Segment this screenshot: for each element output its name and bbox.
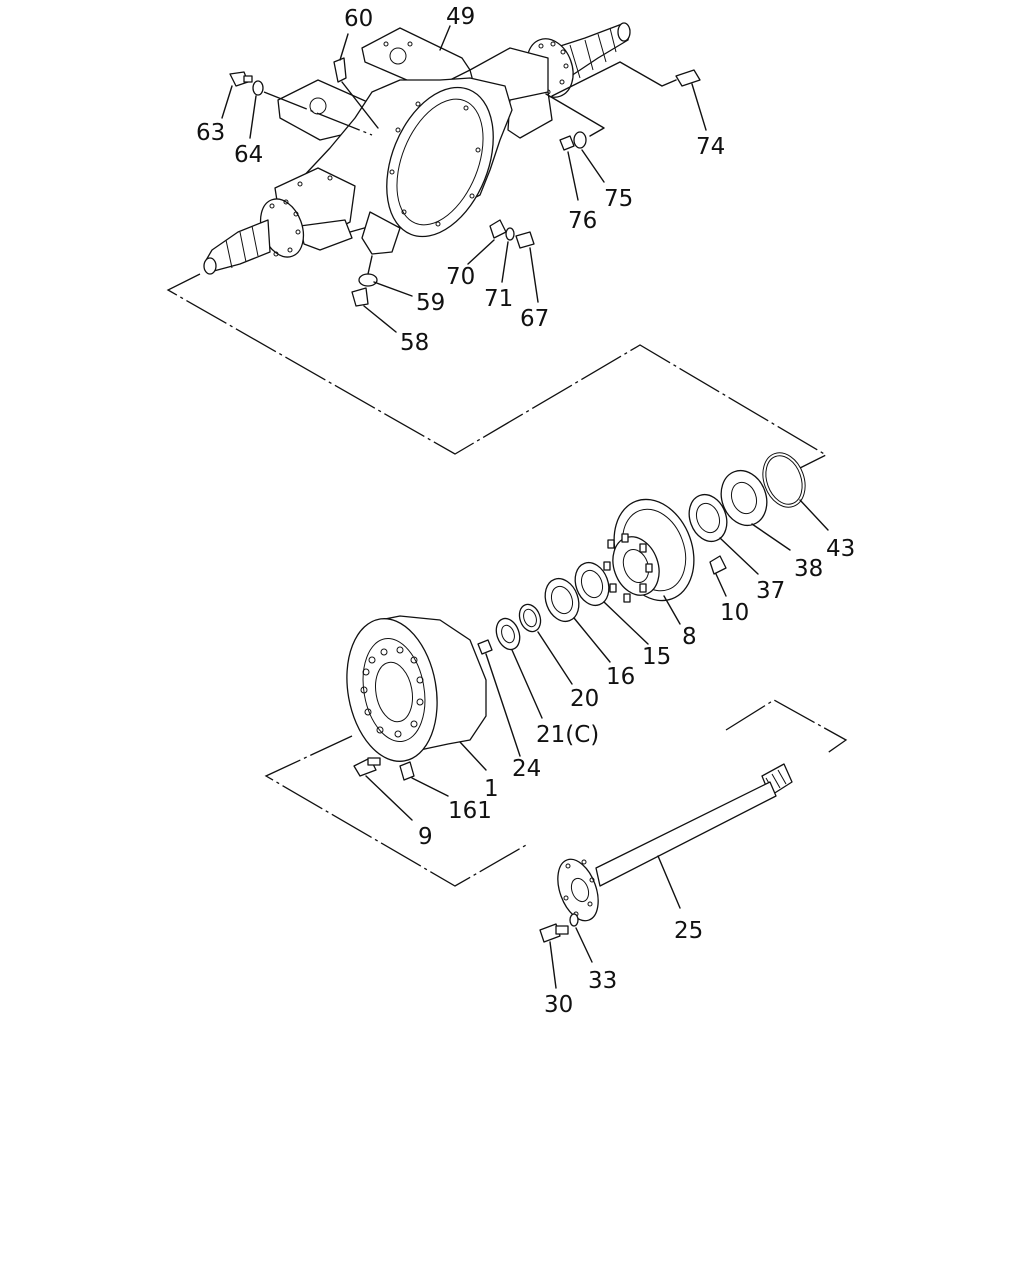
label-60: 60 [344,6,373,32]
label-58: 58 [400,330,429,356]
label-74: 74 [696,134,725,160]
label-63: 63 [196,120,225,146]
label-9: 9 [418,824,433,850]
label-70: 70 [446,264,475,290]
label-38: 38 [794,556,823,582]
label-8: 8 [682,624,697,650]
label-30: 30 [544,992,573,1018]
label-71: 71 [484,286,513,312]
label-161: 161 [448,798,492,824]
group-bracket-housing [166,273,828,469]
label-20: 20 [570,686,599,712]
label-37: 37 [756,578,785,604]
label-64: 64 [234,142,263,168]
label-75: 75 [604,186,633,212]
label-67: 67 [520,306,549,332]
part-labels: 49 60 63 64 74 75 76 70 71 67 59 58 43 3… [196,4,855,1018]
hub-drum-group [346,452,829,821]
label-49: 49 [446,4,475,30]
label-76: 76 [568,208,597,234]
label-21c: 21(C) [536,722,599,748]
label-16: 16 [606,664,635,690]
label-24: 24 [512,756,541,782]
label-15: 15 [642,644,671,670]
label-1: 1 [484,776,499,802]
label-33: 33 [588,968,617,994]
label-43: 43 [826,536,855,562]
group-bracket-hub [264,735,529,887]
axle-housing [203,22,631,275]
label-59: 59 [416,290,445,316]
axle-shaft-group [539,699,848,989]
housing-fasteners [221,25,707,333]
label-10: 10 [720,600,749,626]
label-25: 25 [674,918,703,944]
